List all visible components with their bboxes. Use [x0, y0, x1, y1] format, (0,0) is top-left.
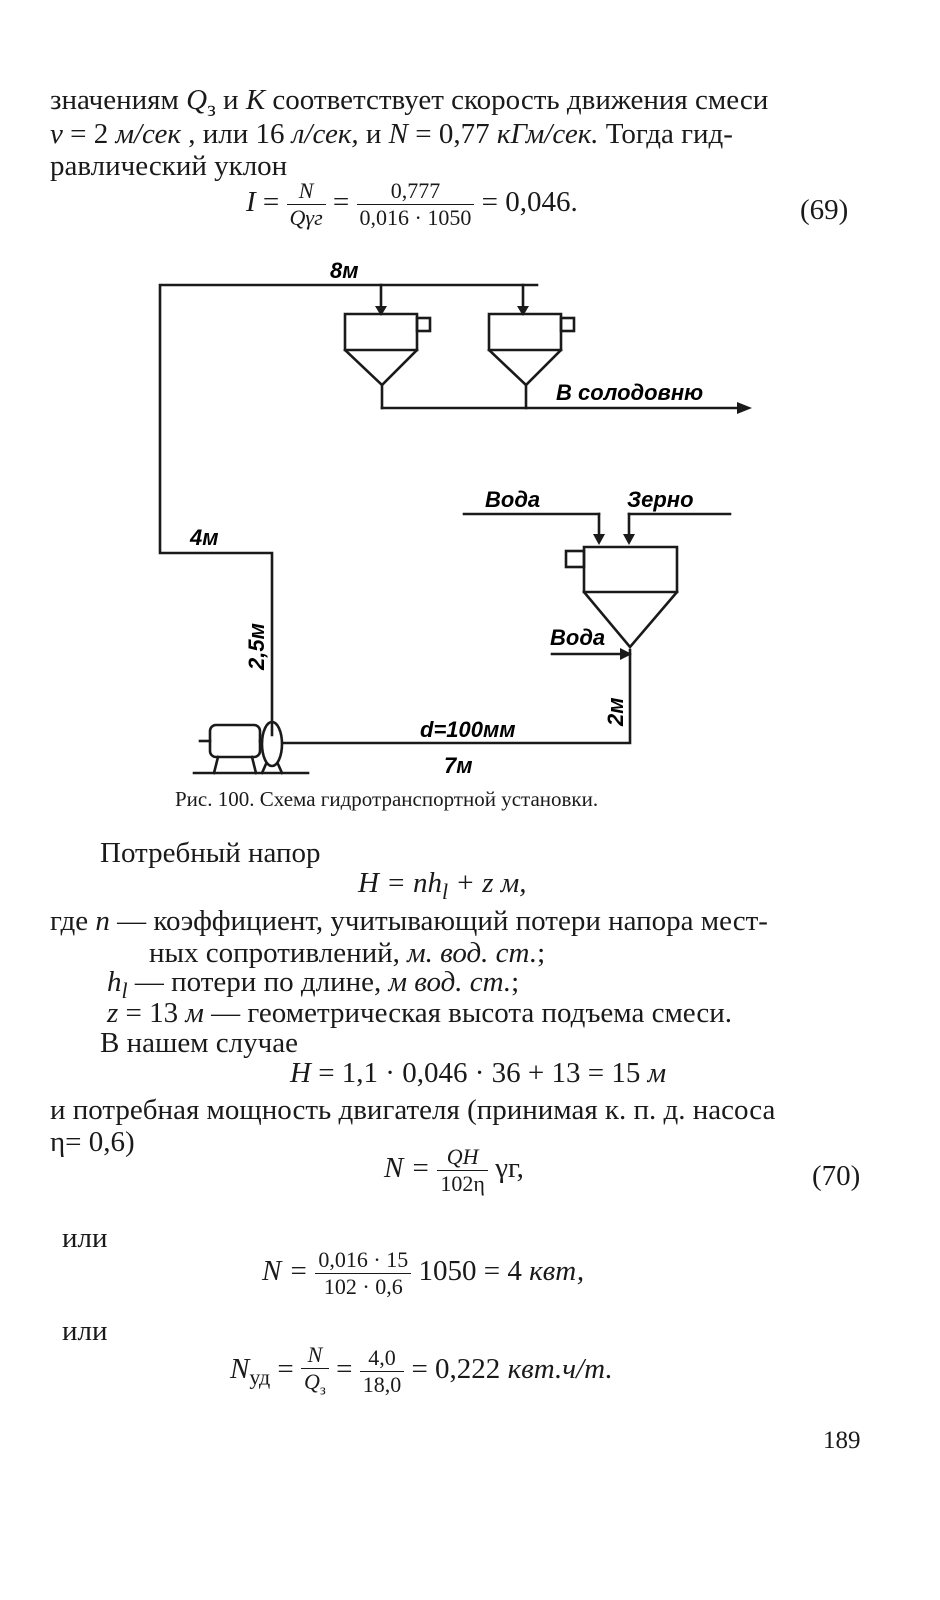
or-2: или [62, 1315, 108, 1347]
label-7m: 7м [444, 753, 473, 778]
separator-1 [343, 312, 419, 352]
mixing-hopper [582, 545, 679, 594]
figure-caption: Рис. 100. Схема гидротранспортной устано… [175, 787, 599, 811]
pipe-riser [158, 283, 539, 737]
our-case: В нашем случае [100, 1027, 298, 1059]
intro-line-1: значениям Qз и K соответствует скорость … [50, 84, 769, 121]
label-2-5m: 2,5м [244, 623, 269, 671]
label-diameter: d=100мм [420, 717, 516, 742]
equation-69-number: (69) [800, 194, 849, 226]
or-1: или [62, 1222, 108, 1254]
power-line-1: и потребная мощность двигателя (принимая… [50, 1094, 776, 1126]
pump [260, 720, 284, 768]
label-8m: 8м [330, 258, 359, 283]
label-4m: 4м [189, 525, 219, 550]
page-number: 189 [823, 1427, 861, 1454]
where-hl: hl — потери по длине, м вод. ст.; [107, 966, 520, 1003]
where-n: где n — коэффициент, учитывающий потери … [50, 905, 768, 937]
formula-h: H = nhl + z м, [358, 867, 527, 904]
label-destination: В солодовню [556, 380, 703, 405]
label-water-side: Вода [550, 625, 605, 650]
pump-motor [208, 723, 262, 759]
label-2m: 2м [603, 697, 628, 727]
equation-70-number: (70) [812, 1160, 861, 1192]
label-grain: Зерно [627, 487, 694, 512]
intro-line-3: равлический уклон [50, 150, 288, 182]
label-water-top: Вода [485, 487, 540, 512]
where-n-cont: ных сопротивлений, м. вод. ст.; [149, 937, 546, 969]
h-calc: H = 1,1 · 0,046 · 36 + 13 = 15 м [290, 1057, 667, 1089]
suction-pipe [282, 648, 632, 745]
separator-2 [487, 312, 563, 352]
power-line-2: η= 0,6) [50, 1126, 135, 1158]
where-z: z = 13 м — геометрическая высота подъема… [107, 997, 733, 1029]
intro-line-2: v = 2 м/сек , или 16 л/сек, и N = 0,77 к… [50, 118, 733, 150]
need-head: Потребный напор [100, 837, 321, 869]
hydrotransport-diagram: 8м В солодовню Вода Зерно 4м 2,5м Вода 2… [158, 258, 752, 778]
